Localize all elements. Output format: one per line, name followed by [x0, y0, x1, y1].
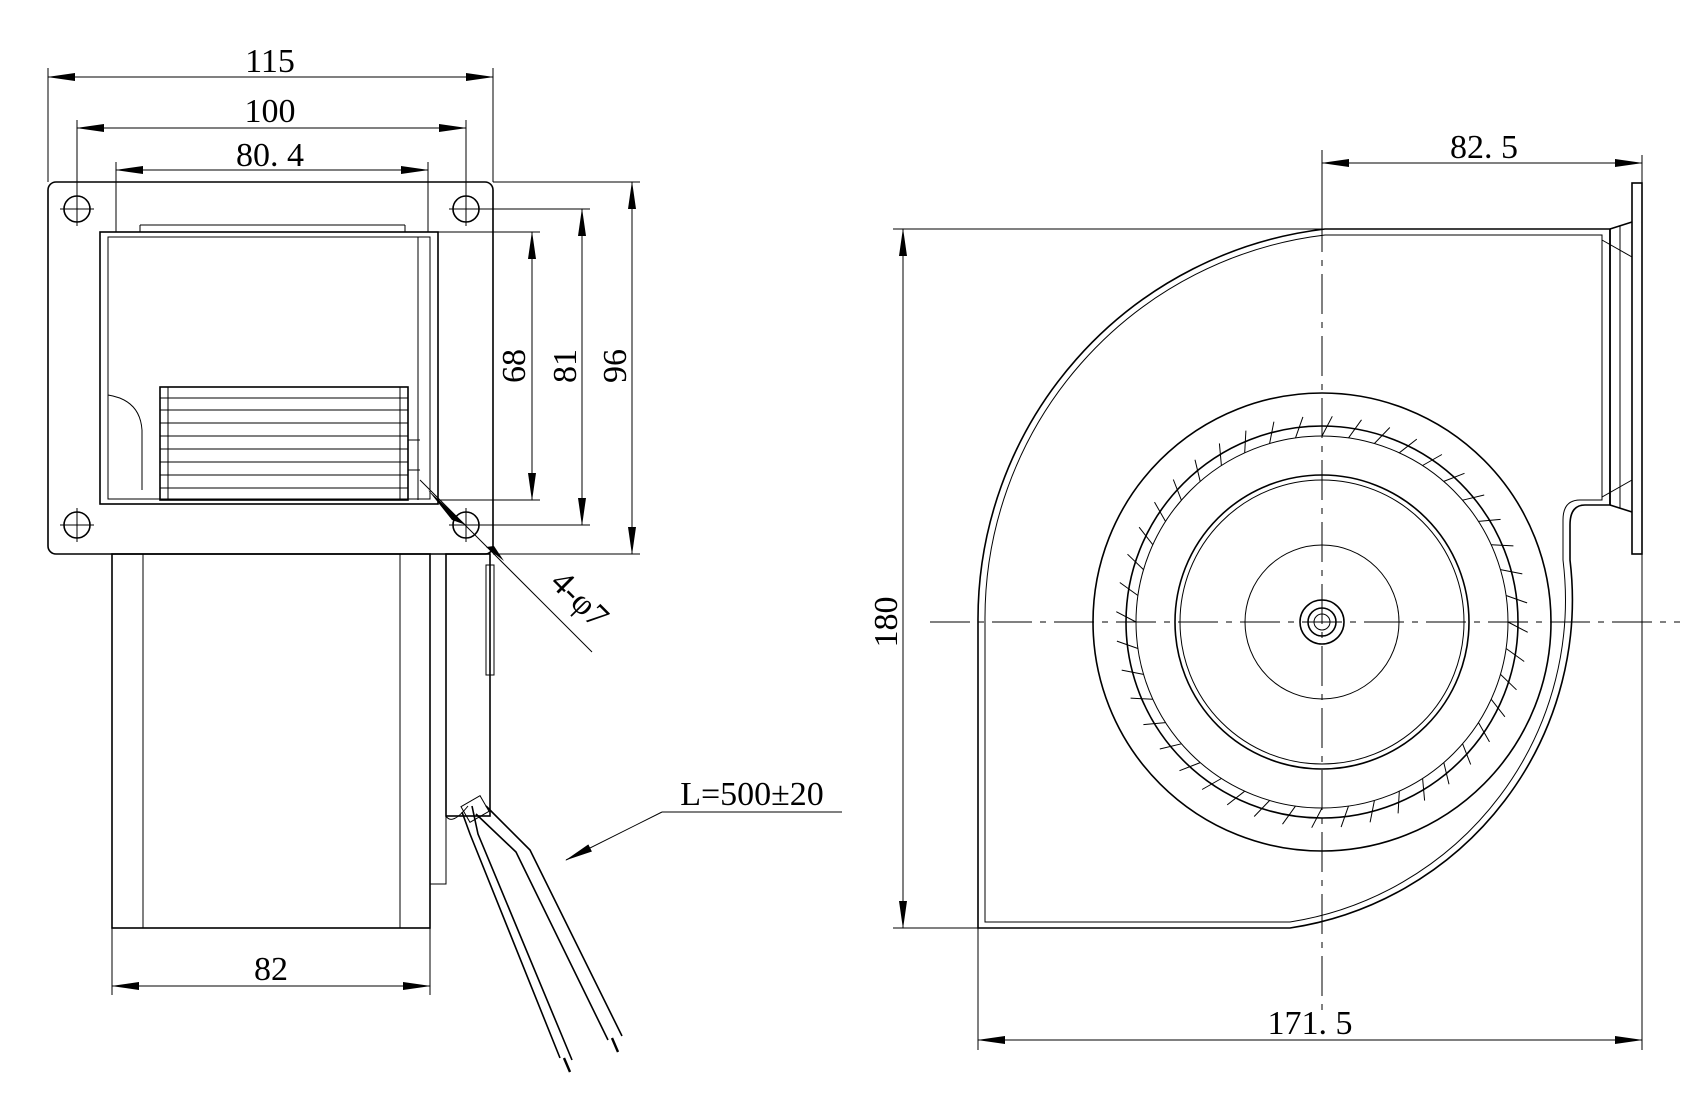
blade-tick: [1244, 430, 1247, 453]
blade-tick: [1226, 790, 1246, 806]
blade-tick: [1398, 438, 1418, 454]
dim-81: 81: [480, 208, 590, 526]
blade-tick: [1478, 518, 1501, 522]
impeller-blade-ticks: [1116, 416, 1528, 828]
blade-tick: [1295, 416, 1304, 439]
blade-tick: [1127, 553, 1144, 570]
dim-82: 82: [111, 928, 431, 995]
blade-tick: [1138, 526, 1154, 546]
dim-96: 96: [493, 181, 640, 555]
blade-tick: [1500, 569, 1523, 575]
mounting-hole-top-right: [449, 192, 483, 226]
blade-tick: [1505, 648, 1525, 662]
impeller-blades-side: [159, 386, 420, 501]
outlet-opening: [99, 224, 439, 505]
blade-tick: [1282, 805, 1296, 825]
blade-tick: [1119, 582, 1139, 596]
dim-text-96: 96: [597, 349, 634, 383]
dim-115: 115: [47, 43, 494, 182]
blade-tick: [1348, 419, 1362, 439]
blade-tick: [1443, 472, 1465, 482]
blade-tick: [1422, 778, 1426, 801]
mounting-flange: [47, 181, 494, 555]
blade-tick: [1116, 611, 1137, 623]
dim-text-80-4: 80. 4: [236, 137, 304, 174]
dim-text-100: 100: [245, 93, 296, 130]
dim-cable-length: L=500±20: [565, 776, 842, 861]
blade-tick: [1462, 494, 1485, 501]
dim-82-5: 82. 5: [1321, 129, 1643, 229]
dim-text-82-5: 82. 5: [1450, 129, 1518, 166]
blade-tick: [1374, 427, 1391, 444]
blade-tick: [1159, 743, 1182, 750]
scroll-housing-inner: [984, 234, 1603, 923]
front-view: 82. 5 180 171. 5: [868, 129, 1680, 1050]
blade-tick: [1340, 805, 1349, 828]
dim-hole-callout: 4-φ7: [419, 479, 615, 653]
dim-68: 68: [438, 231, 540, 501]
blade-tick: [1116, 640, 1139, 649]
blade-tick: [1369, 800, 1375, 823]
blade-tick: [1143, 722, 1166, 726]
dim-80-4: 80. 4: [115, 137, 429, 232]
outlet-flange-front: [1601, 182, 1643, 555]
blade-tick: [1121, 669, 1144, 675]
dim-text-115: 115: [245, 43, 295, 80]
dim-text-hole: 4-φ7: [543, 564, 615, 636]
dim-text-68: 68: [496, 349, 533, 383]
blade-tick: [1507, 621, 1528, 633]
housing-body-side: [111, 553, 495, 929]
blade-tick: [1321, 416, 1333, 437]
mounting-hole-bottom-left: [60, 508, 94, 542]
scroll-housing: [977, 228, 1611, 929]
dim-100: 100: [76, 93, 467, 196]
mounting-hole-top-left: [60, 192, 94, 226]
blade-tick: [1253, 800, 1270, 817]
dim-text-171-5: 171. 5: [1268, 1005, 1353, 1042]
blade-tick: [1505, 595, 1528, 604]
dim-text-cable: L=500±20: [680, 776, 824, 813]
blade-tick: [1269, 421, 1275, 444]
dim-180: 180: [868, 228, 1325, 929]
dim-text-81: 81: [547, 349, 584, 383]
blade-tick: [1462, 743, 1472, 765]
blade-tick: [1311, 807, 1323, 828]
blade-tick: [1490, 698, 1506, 718]
blade-tick: [1194, 459, 1201, 482]
lead-wires: [460, 795, 623, 1073]
blade-tick: [1201, 778, 1222, 790]
blade-tick: [1130, 697, 1153, 700]
dim-text-82: 82: [254, 951, 288, 988]
dim-text-180: 180: [868, 597, 905, 648]
dim-171-5: 171. 5: [977, 554, 1643, 1050]
blade-tick: [1443, 762, 1450, 785]
side-view: 115 100 80. 4 68 81: [47, 43, 842, 1073]
blade-tick: [1422, 454, 1443, 466]
blade-tick: [1172, 479, 1182, 501]
blade-tick: [1500, 674, 1517, 691]
blade-tick: [1218, 443, 1222, 466]
blade-tick: [1478, 722, 1490, 743]
blade-tick: [1179, 762, 1201, 772]
blade-tick: [1154, 501, 1166, 522]
blade-tick: [1397, 791, 1400, 814]
blade-tick: [1491, 544, 1514, 547]
